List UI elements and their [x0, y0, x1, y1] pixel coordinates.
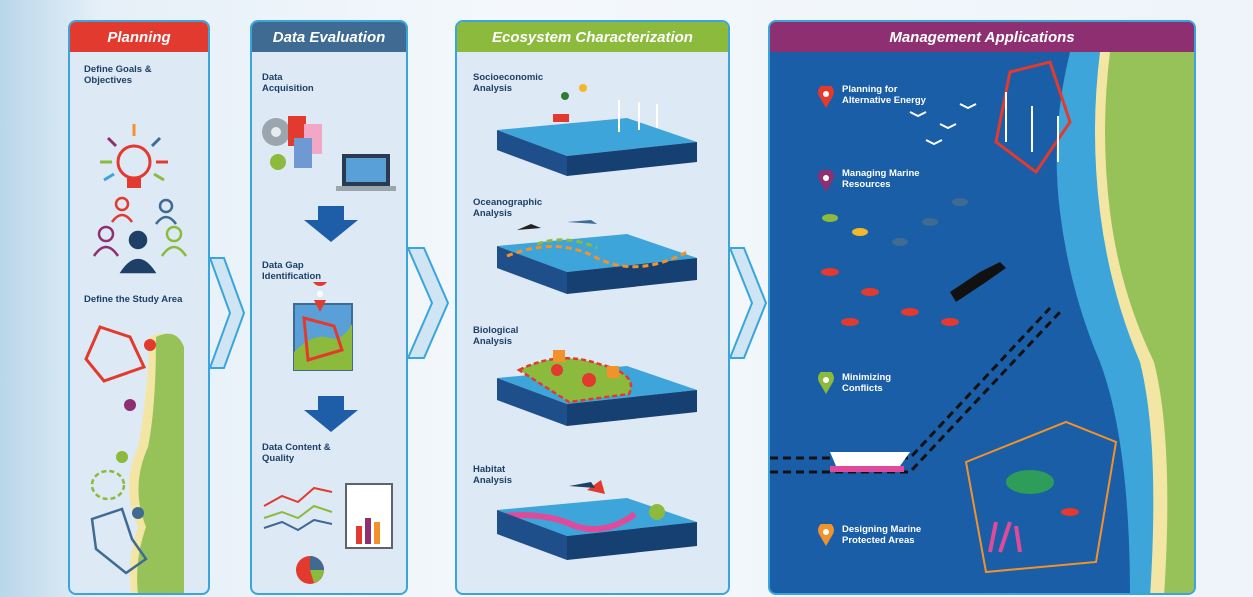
fish-school-icon — [821, 198, 968, 326]
planning-panel: Planning Define Goals & Objectives Defin… — [68, 20, 210, 595]
oceanographic-block — [497, 220, 697, 294]
minimizing-conflicts-label: Minimizing Conflicts — [842, 372, 892, 394]
arrow-icon-2 — [406, 247, 450, 359]
arrow-icon — [208, 257, 246, 369]
arrow-icon-3 — [728, 247, 768, 359]
planning-header: Planning — [70, 22, 208, 52]
ecosystem-panel: Ecosystem Characterization Socioeconomic… — [455, 20, 730, 595]
down-arrow-icon — [304, 206, 358, 242]
goals-label: Define Goals & Objectives — [84, 64, 152, 86]
alternative-energy-label: Planning for Alternative Energy — [842, 84, 926, 106]
management-header: Management Applications — [770, 22, 1194, 52]
oceanographic-label: Oceanographic Analysis — [473, 197, 543, 219]
goals-illustration — [92, 124, 188, 274]
data-evaluation-panel: Data Evaluation Data Acquisition Data Ga… — [250, 20, 408, 595]
socioeconomic-label: Socioeconomic Analysis — [473, 72, 544, 94]
data-evaluation-header: Data Evaluation — [252, 22, 406, 52]
study-area-map — [84, 325, 184, 593]
data-quality-illustration — [263, 483, 393, 584]
socioeconomic-block — [497, 84, 697, 176]
ecosystem-header: Ecosystem Characterization — [457, 22, 728, 52]
location-pin-icon-2 — [818, 170, 834, 192]
study-area-label: Define the Study Area — [84, 294, 183, 305]
data-acquisition-label: Data Acquisition — [262, 72, 314, 94]
down-arrow-icon-2 — [304, 396, 358, 432]
lightbulb-icon — [100, 124, 168, 188]
people-icon — [92, 196, 188, 274]
data-acquisition-illustration — [262, 116, 396, 191]
biological-label: Biological Analysis — [473, 325, 519, 347]
location-pin-icon-3 — [818, 372, 834, 394]
habitat-block — [497, 480, 697, 560]
location-pin-icon-4 — [818, 524, 834, 546]
biological-block — [497, 350, 697, 426]
data-content-label: Data Content & Quality — [262, 442, 331, 464]
data-gap-map-icon — [293, 282, 353, 371]
location-pin-icon — [818, 86, 834, 108]
protected-areas-label: Designing Marine Protected Areas — [842, 524, 922, 546]
management-map — [770, 52, 1194, 593]
data-gap-label: Data Gap Identification — [262, 260, 322, 282]
management-panel: Management Applications — [768, 20, 1196, 595]
marine-resources-label: Managing Marine Resources — [842, 168, 920, 190]
habitat-label: Habitat Analysis — [473, 464, 513, 486]
